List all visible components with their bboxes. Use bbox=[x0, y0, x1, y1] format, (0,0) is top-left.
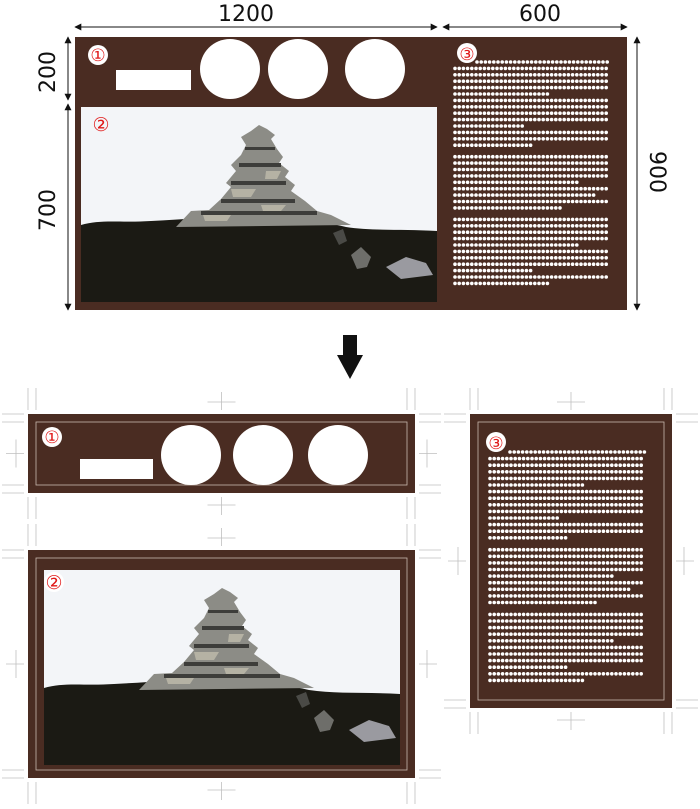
svg-text:③: ③ bbox=[459, 45, 474, 65]
dimension-label-width-main: 1200 bbox=[218, 2, 274, 27]
round-emblem-split-1 bbox=[161, 425, 221, 485]
round-emblem-split-2 bbox=[233, 425, 293, 485]
svg-text:②: ② bbox=[45, 572, 62, 594]
castle-photo-split bbox=[44, 570, 400, 765]
name-plate bbox=[116, 70, 191, 90]
split-panel-2: ② bbox=[28, 550, 415, 778]
marker-3-split: ③ bbox=[486, 432, 506, 454]
crop-marks bbox=[2, 388, 698, 804]
svg-text:②: ② bbox=[92, 114, 109, 136]
down-arrow-icon bbox=[337, 335, 363, 379]
round-emblem-2 bbox=[268, 39, 328, 99]
split-panel-3: ③ bbox=[470, 414, 672, 708]
svg-text:③: ③ bbox=[488, 434, 503, 454]
round-emblem-split-3 bbox=[308, 425, 368, 485]
name-plate-split bbox=[80, 459, 153, 479]
dimension-label-height-top: 200 bbox=[36, 51, 61, 93]
text-block-dots bbox=[453, 60, 609, 286]
round-emblem-1 bbox=[200, 39, 260, 99]
svg-text:①: ① bbox=[90, 46, 105, 66]
text-block-dots-split bbox=[488, 450, 647, 683]
dimension-label-width-side: 600 bbox=[519, 2, 561, 27]
marker-2: ② bbox=[92, 114, 109, 136]
svg-text:①: ① bbox=[44, 428, 59, 448]
round-emblem-3 bbox=[345, 39, 405, 99]
dimension-label-height-bottom: 700 bbox=[36, 189, 61, 231]
marker-2-split: ② bbox=[44, 572, 64, 594]
dimension-label-height-total: 900 bbox=[644, 151, 669, 193]
castle-photo bbox=[81, 107, 437, 302]
split-panel-1: ① bbox=[28, 414, 415, 493]
marker-1: ① bbox=[88, 45, 108, 66]
marker-1-split: ① bbox=[42, 427, 62, 448]
marker-3: ③ bbox=[457, 43, 477, 65]
